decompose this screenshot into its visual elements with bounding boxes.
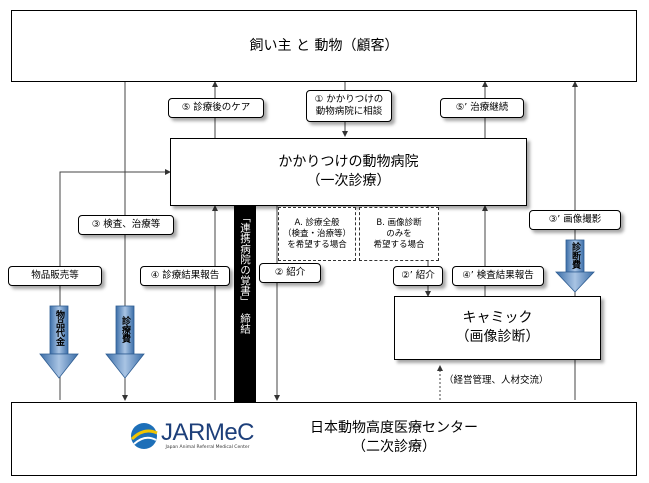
product-fee-arrow [39,305,79,379]
primary-hospital-title: かかりつけの動物病院 [278,154,419,170]
management-text: （経営管理、人材交流） [444,375,549,386]
label-consult: ① かかりつけの 動物病院に相談 [306,90,392,122]
jarmec-logo-text: JARMeC [161,419,255,446]
jarmec-sub: （二次診療） [352,439,436,455]
memorandum-main: 「連携病院の覚書」 [239,212,251,307]
medical-fee-arrow [105,305,145,379]
label-exam-treatment: ③ 検査、治療等 [78,215,174,235]
diagnosis-fee-text: 診断費 [570,242,580,269]
label-result-report: ④ 診療結果報告 [140,266,230,286]
label-referral2: ②’ 紹介 [393,266,443,286]
label-aftercare: ⑤ 診療後のケア [168,98,264,118]
medical-fee-text: 診療費 [120,316,130,343]
label-exam-report: ④’ 検査結果報告 [452,266,544,286]
product-fee-text: 物品代金 [54,310,64,346]
diagnosis-fee-arrow [555,239,595,293]
jarmec-box: JARMeC Japan Animal Referral Medical Cen… [11,402,637,476]
jarmec-logo-icon [130,423,158,449]
label-imaging: ③’ 画像撮影 [529,210,621,230]
camic-box: キャミック （画像診断） [394,296,601,360]
label-product-sales: 物品販売等 [8,266,102,286]
label-continue-treatment: ⑤’ 治療継続 [440,98,524,118]
camic-sub: （画像診断） [455,329,540,345]
primary-hospital-box: かかりつけの動物病院 （一次診療） [170,138,527,206]
memorandum-text: 「連携病院の覚書」 締結 [236,212,254,334]
memorandum-sub: 締結 [239,312,251,334]
label-referral: ② 紹介 [259,263,321,283]
owners-label: 飼い主 と 動物（顧客） [249,37,399,54]
case-a-box: A. 診療全般 （検査・治療等） を希望する場合 [278,207,356,261]
jarmec-logo-subtext: Japan Animal Referral Medical Center [165,445,250,450]
jarmec-title: 日本動物高度医療センター [310,420,478,436]
memorandum-bar [234,205,256,405]
case-b-box: B. 画像診断 のみを 希望する場合 [359,207,439,261]
camic-title: キャミック [462,310,533,326]
owners-box: 飼い主 と 動物（顧客） [11,10,637,82]
primary-hospital-sub: （一次診療） [306,173,391,189]
jarmec-logo: JARMeC Japan Animal Referral Medical Cen… [129,419,255,451]
